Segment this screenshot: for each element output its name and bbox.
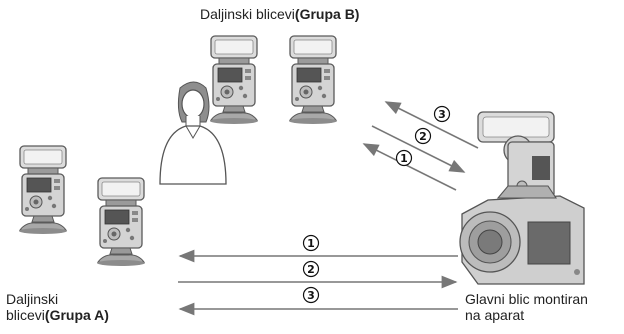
svg-text:3: 3 xyxy=(438,108,446,121)
remote-flash-b2-icon xyxy=(288,35,338,125)
arrow-from-group-b-2 xyxy=(371,125,466,173)
group-b-label-text: Daljinski blicevi xyxy=(200,6,295,22)
group-a-label-text: blicevi xyxy=(6,307,45,323)
arrow-to-group-b-3 xyxy=(384,101,479,149)
group-a-label: Daljinski blicevi(Grupa A) xyxy=(6,291,109,323)
main-flash-label: Glavni blic montiran na aparat xyxy=(465,291,588,323)
step-badge-a3: 3 xyxy=(302,286,320,304)
group-b-label-group: (Grupa B) xyxy=(294,6,360,22)
camera-with-flash-icon xyxy=(459,111,585,285)
remote-flash-a1-icon xyxy=(18,145,68,235)
svg-text:1: 1 xyxy=(307,237,315,250)
group-a-label-line2: blicevi(Grupa A) xyxy=(6,307,109,323)
person-icon xyxy=(159,81,227,185)
svg-text:2: 2 xyxy=(307,263,315,276)
remote-flash-b1-icon xyxy=(209,35,259,125)
step-badge-b1: 1 xyxy=(395,149,413,167)
arrow-to-group-b-1 xyxy=(362,143,457,191)
step-badge-a2: 2 xyxy=(302,260,320,278)
group-a-label-group: (Grupa A) xyxy=(44,307,109,323)
step-badge-b2: 2 xyxy=(414,127,432,145)
remote-flash-a2-icon xyxy=(96,177,146,267)
svg-text:2: 2 xyxy=(419,130,427,143)
svg-text:1: 1 xyxy=(400,152,408,165)
group-a-label-line1: Daljinski xyxy=(6,291,59,307)
step-badge-b3: 3 xyxy=(433,105,451,123)
svg-text:3: 3 xyxy=(307,289,315,302)
step-badge-a1: 1 xyxy=(302,234,320,252)
main-flash-label-line2: na aparat xyxy=(465,307,525,323)
main-flash-label-line1: Glavni blic montiran xyxy=(465,291,588,307)
group-b-label: Daljinski blicevi(Grupa B) xyxy=(200,6,359,22)
